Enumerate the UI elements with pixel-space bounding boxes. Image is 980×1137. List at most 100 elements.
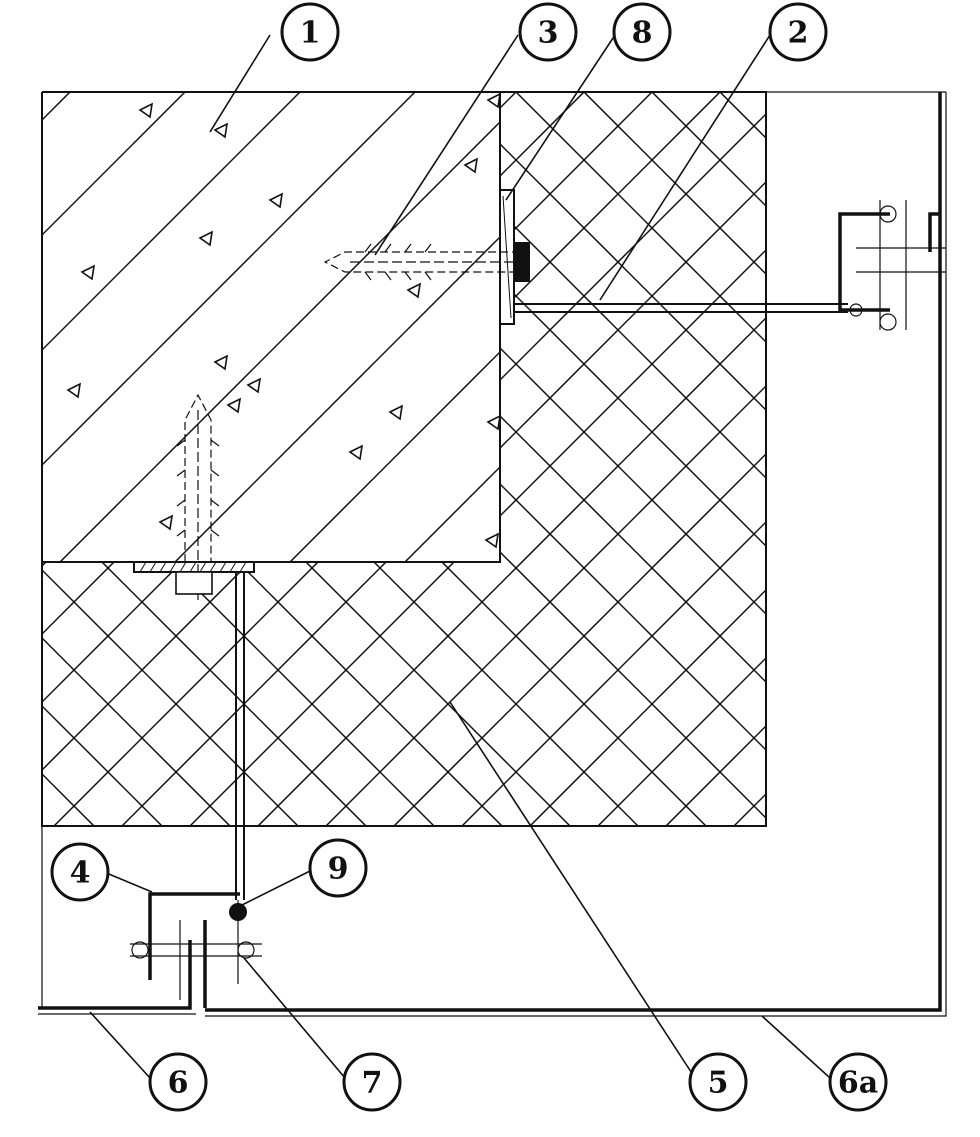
- bottom-thermal-pad: [133, 561, 255, 573]
- callout-9-label: 9: [328, 852, 349, 887]
- vertical-anchor-dowel: [175, 393, 220, 600]
- insulation-hatch-line: [968, 0, 980, 1000]
- insulation-hatch-line: [968, 0, 980, 1000]
- insulation-hatch-line: [287, 562, 766, 826]
- insulation-hatch-line: [42, 562, 745, 826]
- guide-profile-right: [838, 200, 946, 331]
- insulation-outline: [41, 91, 767, 827]
- insulation-hatch-line: [42, 562, 269, 826]
- insulation-hatch-line: [42, 562, 337, 826]
- insulation-hatch-line: [627, 92, 766, 562]
- insulation-hatch-line: [0, 0, 200, 1000]
- leader-3: [374, 34, 519, 256]
- aggregate-mark: [348, 444, 364, 461]
- insulation-hatch-line: [42, 562, 269, 826]
- leader-8: [505, 34, 616, 201]
- callout-9: 9: [308, 838, 368, 898]
- concrete-hatch-line: [174, 92, 500, 562]
- insulation-hatch-line: [763, 562, 766, 826]
- insulation-hatch-line: [0, 0, 336, 1000]
- insulation-hatch-line: [151, 562, 766, 826]
- guide-profile-bottom: [130, 892, 262, 1000]
- insulation-hatch-line: [500, 92, 766, 562]
- insulation-hatch-line: [559, 92, 766, 562]
- insulation-hatch-line: [355, 562, 766, 826]
- aggregate-mark: [226, 397, 242, 414]
- insulation-hatch-line: [500, 92, 766, 562]
- insulation-hatch-line: [559, 562, 766, 826]
- insulation-hatch-line: [832, 0, 980, 1000]
- insulation-hatch-line: [559, 562, 766, 826]
- insulation-hatch-line: [695, 562, 766, 826]
- insulation-hatch-line: [42, 562, 745, 826]
- anchor-dowel-3: [323, 242, 530, 282]
- callout-4: 4: [50, 842, 110, 902]
- insulation-hatch-line: [491, 562, 766, 826]
- insulation-hatch-line: [500, 92, 766, 562]
- insulation-hatch-line: [763, 562, 766, 826]
- insulation-hatch-line: [559, 92, 766, 562]
- callout-5: 5: [688, 1052, 748, 1112]
- aggregate-mark: [486, 92, 502, 109]
- insulation-hatch-line: [500, 92, 745, 562]
- leader-9: [239, 869, 313, 907]
- insulation-hatch-line: [500, 92, 766, 562]
- insulation-hatch-line: [287, 562, 766, 826]
- insulation-hatch-line: [42, 562, 766, 826]
- aggregate-mark: [66, 382, 82, 399]
- leader-7: [243, 957, 346, 1079]
- insulation-hatch-line: [500, 92, 766, 562]
- leader-1: [209, 34, 271, 133]
- aggregate-mark: [246, 377, 262, 394]
- insulation-hatch-line: [500, 92, 766, 562]
- insulation-hatch-line: [42, 562, 766, 826]
- aggregate-mark: [80, 264, 96, 281]
- concrete-hatch-line: [404, 92, 500, 562]
- insulation-hatch-line: [832, 0, 980, 1000]
- callout-6a-label: 6a: [838, 1066, 878, 1101]
- callout-5-label: 5: [708, 1066, 729, 1101]
- insulation-hatch-line: [500, 92, 766, 562]
- insulation-hatch-line: [695, 562, 766, 826]
- aggregate-mark: [388, 404, 404, 421]
- insulation-hatch-line: [968, 0, 980, 1000]
- insulation-hatch-line: [627, 562, 766, 826]
- aggregate-mark: [158, 514, 174, 531]
- callout-8: 8: [612, 2, 672, 62]
- leader-lines: [89, 34, 831, 1079]
- insulation-hatch-line: [500, 92, 677, 562]
- insulation-hatch-line: [42, 562, 766, 826]
- callout-6a: 6a: [828, 1052, 888, 1112]
- insulation-hatch-line: [500, 92, 766, 562]
- insulation-hatch-line: [500, 92, 745, 562]
- insulation-hatch-line: [500, 92, 766, 562]
- cladding-panel-corner-6a: [205, 92, 942, 1012]
- bracket-arm-2: [514, 303, 848, 313]
- concrete-hatch-line: [42, 92, 416, 562]
- aggregate-mark: [213, 122, 229, 139]
- insulation-hatch-line: [42, 562, 337, 826]
- concrete-hatch-line: [42, 92, 186, 562]
- insulation-hatch-line: [695, 92, 766, 562]
- insulation-hatch-line: [151, 562, 766, 826]
- insulation-upper-crosshatch: [0, 0, 980, 1000]
- aggregate-mark: [484, 532, 500, 549]
- leader-6: [89, 1011, 151, 1079]
- insulation-hatch-line: [500, 92, 766, 562]
- insulation-hatch-line: [500, 92, 766, 562]
- insulation-hatch-line: [627, 92, 766, 562]
- insulation-hatch-line: [627, 562, 766, 826]
- insulation-hatch-line: [500, 92, 766, 562]
- insulation-hatch-line: [500, 92, 766, 562]
- insulation-lower-crosshatch: [42, 0, 980, 1000]
- concrete-hatch-line: [59, 92, 500, 562]
- insulation-hatch-line: [423, 562, 766, 826]
- callout-3-label: 3: [538, 16, 559, 51]
- insulation-hatch-line: [491, 562, 766, 826]
- concrete-aggregate-marks: [66, 92, 502, 549]
- insulation-hatch-line: [500, 92, 766, 562]
- insulation-hatch-line: [83, 562, 766, 826]
- concrete-wall: [41, 91, 502, 563]
- aggregate-mark: [486, 414, 502, 431]
